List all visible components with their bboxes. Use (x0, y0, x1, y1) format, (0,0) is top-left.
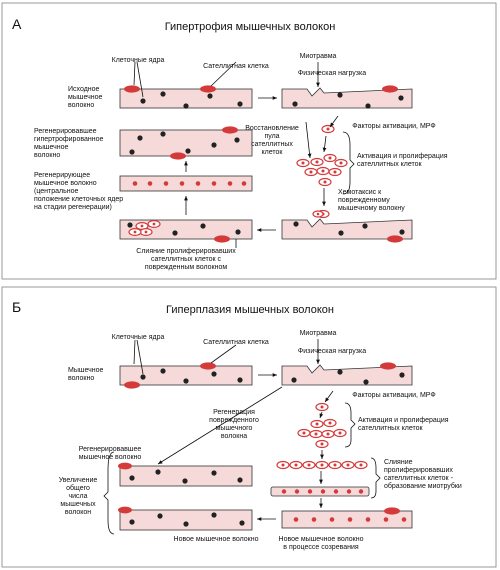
panel-b-letter: Б (12, 299, 21, 315)
panel-a-arrows (133, 61, 355, 248)
fiber-b-regenerated (118, 462, 253, 487)
svg-text:общего: общего (66, 484, 90, 492)
label-chemotaxis: Хемотаксис к поврежденному мышечному вол… (338, 189, 405, 212)
label-activation-factors-a: Факторы активации, МРФ (352, 123, 435, 130)
label-satellite-b: Сателлитная клетка (203, 339, 269, 346)
label-microtrauma-b: Миотравма (300, 330, 337, 337)
svg-text:клеток: клеток (262, 149, 284, 156)
svg-text:поврежденным волокном: поврежденным волокном (145, 264, 228, 271)
svg-text:мышечное: мышечное (68, 94, 103, 101)
label-fusion-tube: Слияние пролиферировавших сателлитных кл… (384, 459, 462, 490)
label-increase: Увеличение общего числа мышечных волокон (59, 477, 98, 516)
label-physical-load-a: Физическая нагрузка (298, 70, 366, 77)
label-regeneration: Регенерация поврежденного мышечного воло… (209, 409, 259, 440)
satellite-row-b (276, 460, 368, 470)
fiber-regenerated-hypertrophied (119, 126, 253, 160)
svg-text:поврежденному: поврежденному (338, 197, 390, 204)
myotube (270, 486, 370, 497)
svg-text:сателлитных клеток: сателлитных клеток (357, 161, 423, 168)
fiber-regenerating (119, 175, 253, 192)
svg-text:поврежденного: поврежденного (209, 417, 259, 424)
svg-text:Восстановление: Восстановление (245, 125, 299, 132)
label-nuclei-a: Клеточные ядра (112, 57, 165, 64)
label-microtrauma-a: Миотравма (300, 53, 337, 60)
label-activation-prolif-a: Активация и пролиферация сателлитных кле… (357, 153, 448, 168)
svg-text:мышечное волокно: мышечное волокно (79, 454, 142, 461)
label-nuclei-b: Клеточные ядра (112, 334, 165, 341)
svg-text:волокон: волокон (65, 509, 91, 516)
svg-text:Увеличение: Увеличение (59, 477, 98, 484)
svg-text:Регенерирующее: Регенерирующее (34, 172, 90, 179)
svg-text:мышечного: мышечного (216, 425, 253, 432)
fiber-fusion (119, 219, 253, 243)
fiber-b-maturing (281, 507, 413, 529)
panel-b-title: Гиперплазия мышечных волокон (166, 304, 334, 316)
svg-text:Активация и пролиферация: Активация и пролиферация (357, 153, 448, 160)
svg-text:Новое мышечное волокно: Новое мышечное волокно (279, 536, 364, 543)
svg-text:мышечных: мышечных (60, 501, 96, 508)
fiber-b-original (119, 362, 253, 389)
panel-a-title: Гипертрофия мышечных волокон (165, 21, 336, 33)
fiber-b-injured (281, 362, 413, 386)
label-regenerating: Регенерирующее мышечное волокно (централ… (34, 172, 123, 211)
svg-text:гипертрофированное: гипертрофированное (34, 136, 103, 143)
satellite-cluster-b (297, 402, 347, 449)
label-physical-load-b: Физическая нагрузка (298, 348, 366, 355)
svg-text:сателлитных клеток -: сателлитных клеток - (384, 475, 454, 482)
svg-text:на стадии регенерации): на стадии регенерации) (34, 204, 112, 211)
label-fusion-a: Слияние пролиферировавших сателлитных кл… (136, 248, 236, 271)
label-new-fiber-maturing: Новое мышечное волокно в процессе созрев… (279, 536, 364, 551)
panel-b-arrows (103, 339, 381, 535)
svg-text:Исходное: Исходное (68, 86, 100, 93)
label-activation-factors-b: Факторы активации, МРФ (352, 392, 435, 399)
svg-text:положение клеточных ядер: положение клеточных ядер (34, 196, 123, 203)
fiber-b-new (118, 506, 253, 531)
svg-text:сателлитных клеток с: сателлитных клеток с (151, 256, 222, 263)
svg-text:Хемотаксис к: Хемотаксис к (338, 189, 382, 196)
svg-text:мышечное: мышечное (34, 144, 69, 151)
label-original-fiber: Исходное мышечное волокно (68, 86, 103, 109)
svg-text:Регенерировавшее: Регенерировавшее (34, 128, 97, 135)
label-fiber-b: Мышечное волокно (68, 367, 104, 382)
svg-text:волокно: волокно (68, 102, 94, 109)
svg-text:Активация и пролиферация: Активация и пролиферация (358, 417, 449, 424)
svg-text:пула: пула (264, 133, 279, 140)
svg-text:числа: числа (68, 493, 87, 500)
svg-text:Регенерировавшее: Регенерировавшее (79, 446, 142, 453)
label-regenerated-hypertrophied: Регенерировавшее гипертрофированное мыше… (34, 128, 103, 159)
svg-text:волокно: волокно (68, 375, 94, 382)
label-activation-prolif-b: Активация и пролиферация сателлитных кле… (358, 417, 449, 432)
svg-text:в процессе созревания: в процессе созревания (283, 544, 359, 551)
label-pool-restore: Восстановление пула сателлитных клеток (245, 125, 299, 156)
svg-text:образование миотрубки: образование миотрубки (384, 482, 462, 490)
label-regenerated-b: Регенерировавшее мышечное волокно (79, 446, 142, 461)
svg-text:сателлитных: сателлитных (251, 141, 293, 148)
fiber-original (119, 85, 253, 109)
panel-a-letter: А (12, 16, 22, 32)
svg-text:волокно: волокно (34, 152, 60, 159)
svg-text:мышечному волокну: мышечному волокну (338, 205, 405, 212)
svg-text:(центральное: (центральное (34, 188, 79, 195)
svg-text:Слияние пролиферировавших: Слияние пролиферировавших (136, 248, 236, 255)
label-new-fiber: Новое мышечное волокно (174, 536, 259, 543)
svg-text:мышечное волокно: мышечное волокно (34, 180, 97, 187)
svg-text:Регенерация: Регенерация (213, 409, 255, 416)
svg-text:Слияние: Слияние (384, 459, 413, 466)
svg-text:волокна: волокна (221, 433, 247, 440)
fiber-chemotaxis (281, 210, 413, 243)
svg-text:пролиферировавших: пролиферировавших (384, 467, 453, 474)
svg-text:Мышечное: Мышечное (68, 367, 104, 374)
fiber-injured (281, 85, 413, 109)
svg-text:сателлитных клеток: сателлитных клеток (358, 425, 424, 432)
label-satellite-a: Сателлитная клетка (203, 63, 269, 70)
